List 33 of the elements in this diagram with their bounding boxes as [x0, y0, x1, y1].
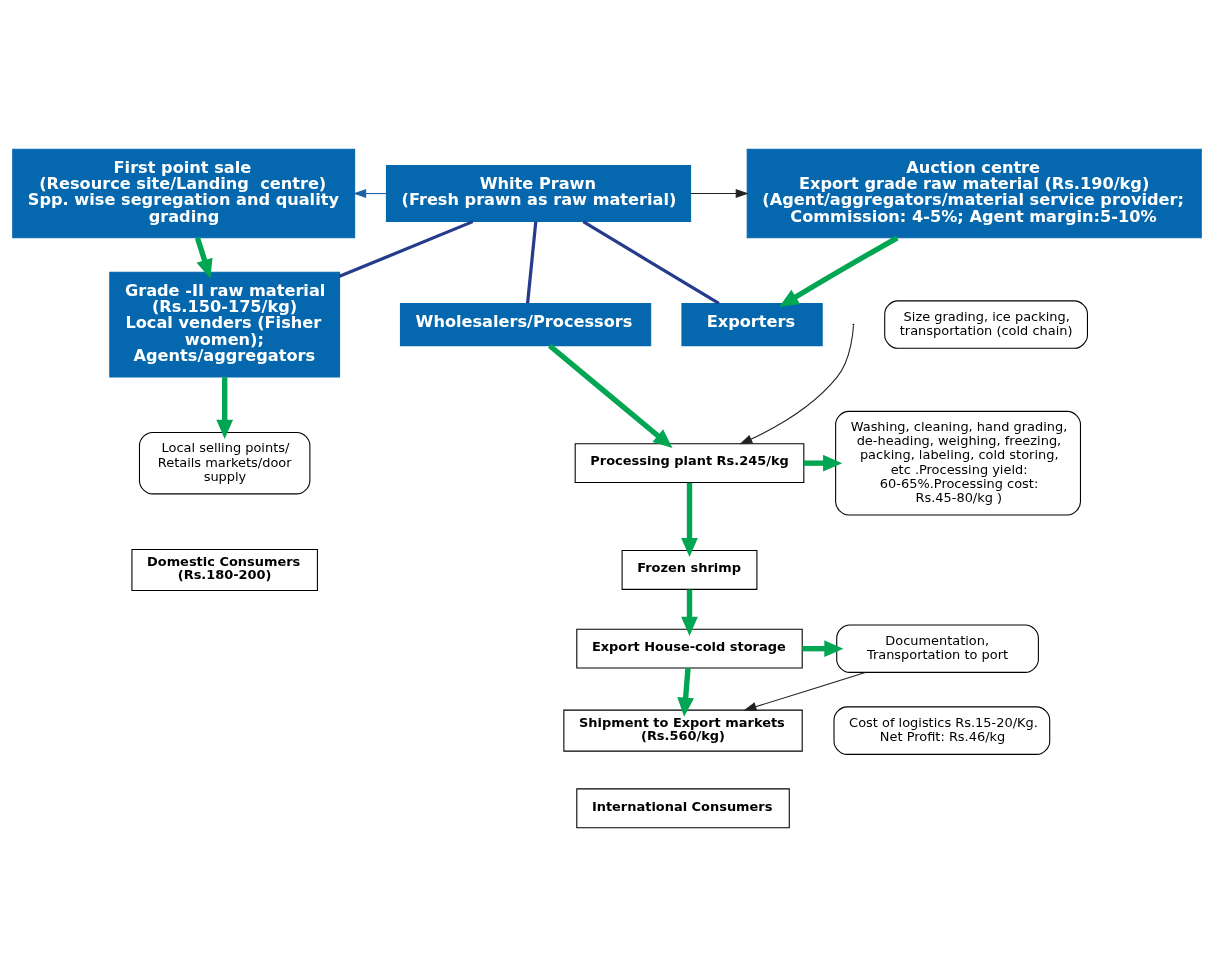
arrow [681, 589, 698, 636]
arrow [194, 236, 213, 278]
arrow [779, 234, 899, 307]
node-box: Cost of logistics Rs.15-20/Kg. Net Profit: Rs.46/kg [833, 705, 1051, 755]
arrow [216, 376, 234, 439]
node-box: Auction centre Export grade raw material (Rs.190/kg) (Agent/aggregators/material service provider; Commission: 4-5%; Agent margin:5-10% [746, 148, 1202, 238]
arrow [739, 324, 854, 444]
node-box: International Consumers [576, 787, 790, 828]
node-box: Washing, cleaning, hand grading, de-heading, weighing, freezing, packing, labeling, cold storing, etc .Processing yield: 60-65%.Processing cost: Rs.45-80/kg ) [835, 410, 1081, 515]
connector [582, 219, 720, 305]
node-box: Exporters [681, 302, 823, 346]
node-box: Frozen shrimp [621, 549, 758, 590]
connector [338, 219, 474, 278]
arrow [743, 671, 866, 711]
node-box: Local selling points/ Retails markets/door supply [138, 431, 311, 494]
node-box: Export House-cold storage [576, 628, 803, 669]
arrow [803, 454, 843, 471]
arrow [681, 482, 698, 557]
arrow [548, 343, 673, 448]
node-box: Wholesalers/Processors [399, 302, 652, 346]
node-box: Domestic Consumers (Rs.180-200) [131, 548, 318, 591]
arrow [677, 667, 694, 717]
node-box: White Prawn (Fresh prawn as raw material) [385, 164, 692, 222]
node-box: Grade -II raw material (Rs.150-175/kg) Local venders (Fisher women); Agents/aggregators [109, 271, 341, 377]
connector [526, 220, 538, 303]
node-box: Shipment to Export markets (Rs.560/kg) [563, 709, 803, 752]
arrow [353, 188, 387, 198]
node-box: Processing plant Rs.245/kg [574, 442, 805, 483]
arrow [802, 639, 844, 657]
arrow [690, 188, 749, 198]
node-box: Size grading, ice packing, transportation (cold chain) [884, 299, 1088, 349]
node-box: First point sale (Resource site/Landing centre) Spp. wise segregation and quality grading [12, 148, 356, 238]
node-box: Documentation, Transportation to port [836, 623, 1039, 673]
